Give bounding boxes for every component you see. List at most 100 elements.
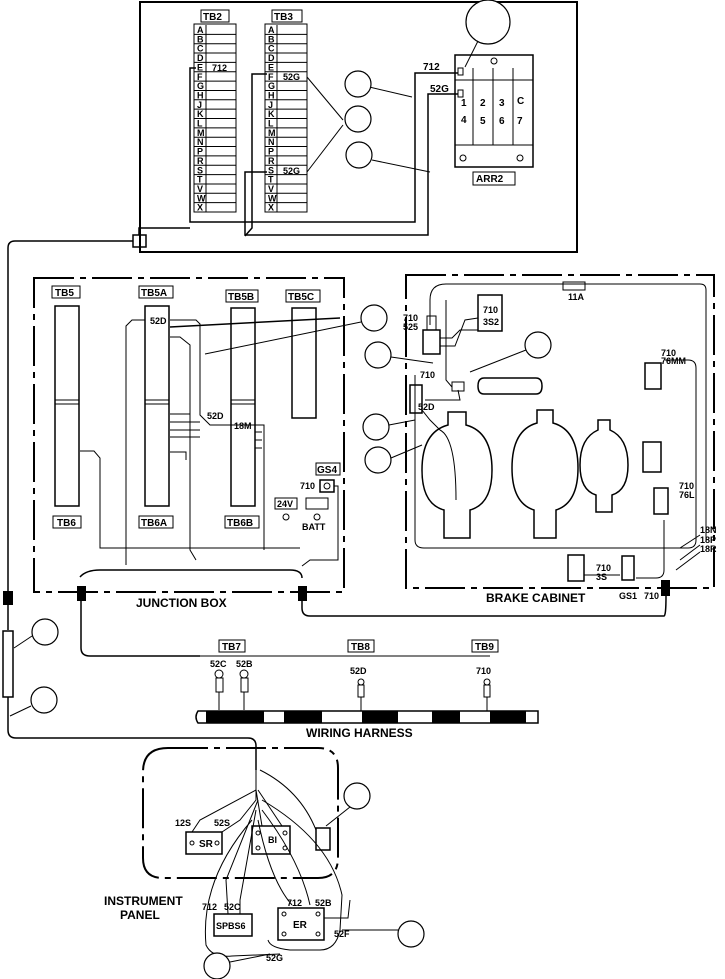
wire-710-b: 710 [420,370,435,380]
wire-52d-mid: 52D [207,411,224,421]
top-panel-border [139,1,578,253]
wire-18m: 18M [234,421,252,431]
brake-cabinet: BRAKE CABINET 11A 710 3S2 710 525 710 52… [362,274,717,605]
tb5c-label: TB5C [288,292,314,303]
tb6a-label: TB6A [141,518,167,529]
wire-52s: 52S [214,818,230,828]
wiring-harness-section: TB7 TB8 TB9 52C 52B 52D 710 WIRING HARNE… [2,591,667,770]
er-device [277,907,325,941]
bi-label: BI [268,835,277,845]
v24-label: 24V [277,499,293,509]
tb2-terminal-d: D [197,53,204,63]
gs4-label: GS4 [317,465,337,476]
left-connector [3,591,13,605]
callout-2 [344,105,372,133]
tb9-label: TB9 [475,642,494,653]
left-harness-sleeve [2,630,14,698]
wire-52d-tb5a: 52D [150,316,167,326]
tb2-label-box [200,9,230,23]
arr2-body [454,54,534,168]
sr-label: SR [199,839,214,850]
tb3-wire-52g-f: 52G [283,72,300,82]
tank-3 [579,419,629,513]
tb2-terminal-n: N [197,137,204,147]
tb2-terminal-m: M [197,128,205,138]
tb6-label: TB6 [57,518,76,529]
wire-52c-ip: 52C [224,902,241,912]
wire-712-arr2: 712 [423,62,440,73]
wire-525: 525 [403,322,418,332]
wire-52b-er: 52B [315,898,332,908]
tb3-terminal-p: P [268,147,274,157]
tb3-terminal-w: W [268,193,277,203]
wire-710-gs1: 710 [644,591,659,601]
callout-4 [360,304,388,332]
arr2-terminal-4: 4 [461,115,467,126]
spbs6-device [213,913,253,937]
callout-9 [31,618,59,646]
tb2-terminal-e: E [197,62,203,72]
arr2-terminal-7: 7 [517,116,523,127]
wire-18n: 18N [700,525,717,535]
arr2-terminal-c: C [517,96,524,107]
instrument-panel: INSTRUMENT PANEL SR 12S 52S BI SPBS6 712… [104,747,425,979]
jb-connector-right [298,586,307,601]
tb2-terminal-w: W [197,193,206,203]
tb2-terminal-c: C [197,44,204,54]
tb7-label: TB7 [222,642,241,653]
tb2-terminal-p: P [197,147,203,157]
tb3-terminal-m: M [268,128,276,138]
tb3-terminal-e: E [268,62,274,72]
junction-box-label: JUNCTION BOX [136,596,227,610]
tb3-terminal-x: X [268,203,274,213]
tb3-terminal-f: F [268,72,274,82]
wire-712-er: 712 [287,898,302,908]
tb2-label: TB2 [203,12,222,23]
callout-1 [344,70,372,98]
callout-11 [343,782,371,810]
wire-52d-tb8: 52D [350,666,367,676]
wire-76mm: 76MM [661,356,686,366]
wire-3s: 3S [596,572,607,582]
wire-18p: 18P [700,535,716,545]
tb3-terminal-b: B [268,34,275,44]
callout-8 [364,446,392,474]
tb2-terminal-l: L [197,119,203,129]
spbs6-label: SPBS6 [216,921,246,931]
wire-710-76mm: 710 [661,348,676,358]
tb3-terminal-n: N [268,137,275,147]
tb3-terminal-l: L [268,119,274,129]
callout-5 [364,341,392,369]
wire-710-3s: 710 [596,563,611,573]
wire-3s2: 3S2 [483,317,499,327]
tank-1 [421,411,493,539]
arr2-terminal-3: 3 [499,98,505,109]
tb3-terminal-j: J [268,100,273,110]
tb3-terminal-r: R [268,156,275,166]
bi-device [251,825,291,855]
wire-710-tb9: 710 [476,666,491,676]
brake-cabinet-label: BRAKE CABINET [486,591,586,605]
callout-12 [397,920,425,948]
tb2-terminal-r: R [197,156,204,166]
arr2-terminal-2: 2 [480,98,486,109]
callout-13 [203,952,231,979]
brake-cabinet-border [405,274,715,589]
junction-box-border [33,277,345,593]
wire-52g-f-route [244,73,267,237]
wire-712-route [189,67,458,223]
instrument-panel-border [142,747,339,879]
harness-drop-left [7,240,133,592]
wire-52c-tb7: 52C [210,659,227,669]
callout-10 [30,686,58,714]
callout-6 [524,331,552,359]
wire-710-525: 710 [403,313,418,323]
wire-76l: 76L [679,490,695,500]
tb2-terminal-j: J [197,100,202,110]
tb5b-label: TB5B [228,292,254,303]
tb2-terminal-g: G [197,81,204,91]
tb2-terminal-x: X [197,203,203,213]
